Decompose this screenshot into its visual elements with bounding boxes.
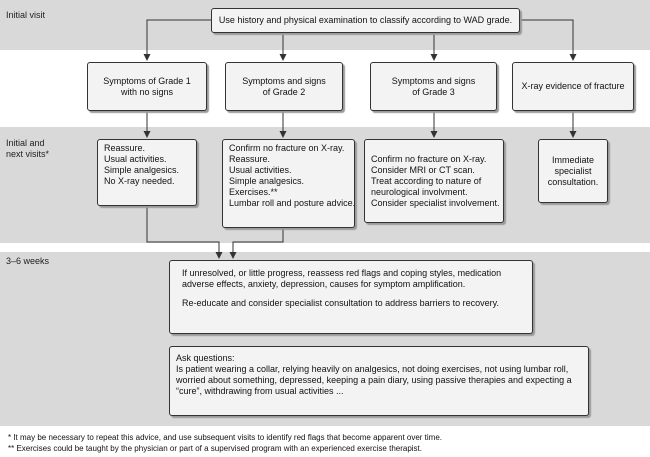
action-3-line-2: Consider MRI or CT scan. [371, 165, 475, 175]
footnote-1: * It may be necessary to repeat this adv… [8, 433, 443, 442]
action-2-line-6: Lumbar roll and posture advice. [229, 198, 356, 208]
action-3-line-3: Treat according to nature of [371, 176, 482, 186]
action-2-line-4: Simple analgesics. [229, 176, 305, 186]
label-initial-next-line-2: next visits* [6, 149, 50, 159]
label-initial-next-line-1: Initial and [6, 138, 45, 148]
label-initial-visit: Initial visit [6, 10, 46, 20]
grade-1-box: Symptoms of Grade 1 with no signs [87, 62, 207, 111]
review-para-2: Re-educate and consider specialist consu… [182, 298, 499, 308]
questions-heading: Ask questions: [176, 353, 235, 363]
footnote-2: ** Exercises could be taught by the phys… [8, 444, 422, 453]
action-1-line-1: Reassure. [104, 143, 146, 153]
label-3-6-weeks: 3–6 weeks [6, 256, 50, 266]
action-4-line-2: specialist [554, 165, 592, 176]
action-grade-1-box: Reassure. Usual activities. Simple analg… [97, 139, 197, 206]
review-para-1: If unresolved, or little progress, reass… [182, 268, 502, 289]
grade-1-line-2: with no signs [120, 86, 173, 97]
grade-2-line-2: of Grade 2 [262, 86, 306, 97]
action-grade-3-box: Confirm no fracture on X-ray. Consider M… [364, 139, 504, 223]
classify-text: Use history and physical examination to … [218, 15, 513, 25]
grade-2-line-1: Symptoms and signs [242, 75, 326, 86]
grade-1-line-1: Symptoms of Grade 1 [103, 75, 191, 86]
action-3-line-4: neurological involvment. [371, 187, 468, 197]
action-4-line-1: Immediate [551, 154, 594, 165]
action-3-line-5: Consider specialist involvement. [371, 198, 500, 208]
action-2-line-3: Usual activities. [229, 165, 292, 175]
grade-3-line-2: of Grade 3 [412, 86, 455, 97]
questions-box: Ask questions: Is patient wearing a coll… [169, 346, 589, 416]
grade-3-line-1: Symptoms and signs [391, 75, 476, 86]
review-box: If unresolved, or little progress, reass… [169, 260, 533, 334]
label-initial-next-visits: Initial and next visits* [6, 138, 49, 160]
fracture-line-1: X-ray evidence of fracture [521, 81, 625, 91]
action-fracture-box: Immediate specialist consultation. [538, 139, 608, 203]
questions-text: Is patient wearing a collar, relying hea… [176, 364, 572, 396]
classify-box: Use history and physical examination to … [211, 8, 520, 33]
action-1-line-3: Simple analgesics. [104, 165, 180, 175]
action-grade-2-box: Confirm no fracture on X-ray. Reassure. … [222, 139, 355, 228]
grade-3-box: Symptoms and signs of Grade 3 [370, 62, 497, 111]
action-1-line-4: No X-ray needed. [104, 176, 175, 186]
action-2-line-1: Confirm no fracture on X-ray. [229, 143, 345, 153]
fracture-box: X-ray evidence of fracture [512, 62, 634, 111]
action-4-line-3: consultation. [547, 176, 599, 187]
action-2-line-2: Reassure. [229, 154, 271, 164]
action-1-line-2: Usual activities. [104, 154, 167, 164]
action-3-line-1: Confirm no fracture on X-ray. [371, 154, 487, 164]
action-2-line-5: Exercises.** [229, 187, 278, 197]
grade-2-box: Symptoms and signs of Grade 2 [225, 62, 343, 111]
